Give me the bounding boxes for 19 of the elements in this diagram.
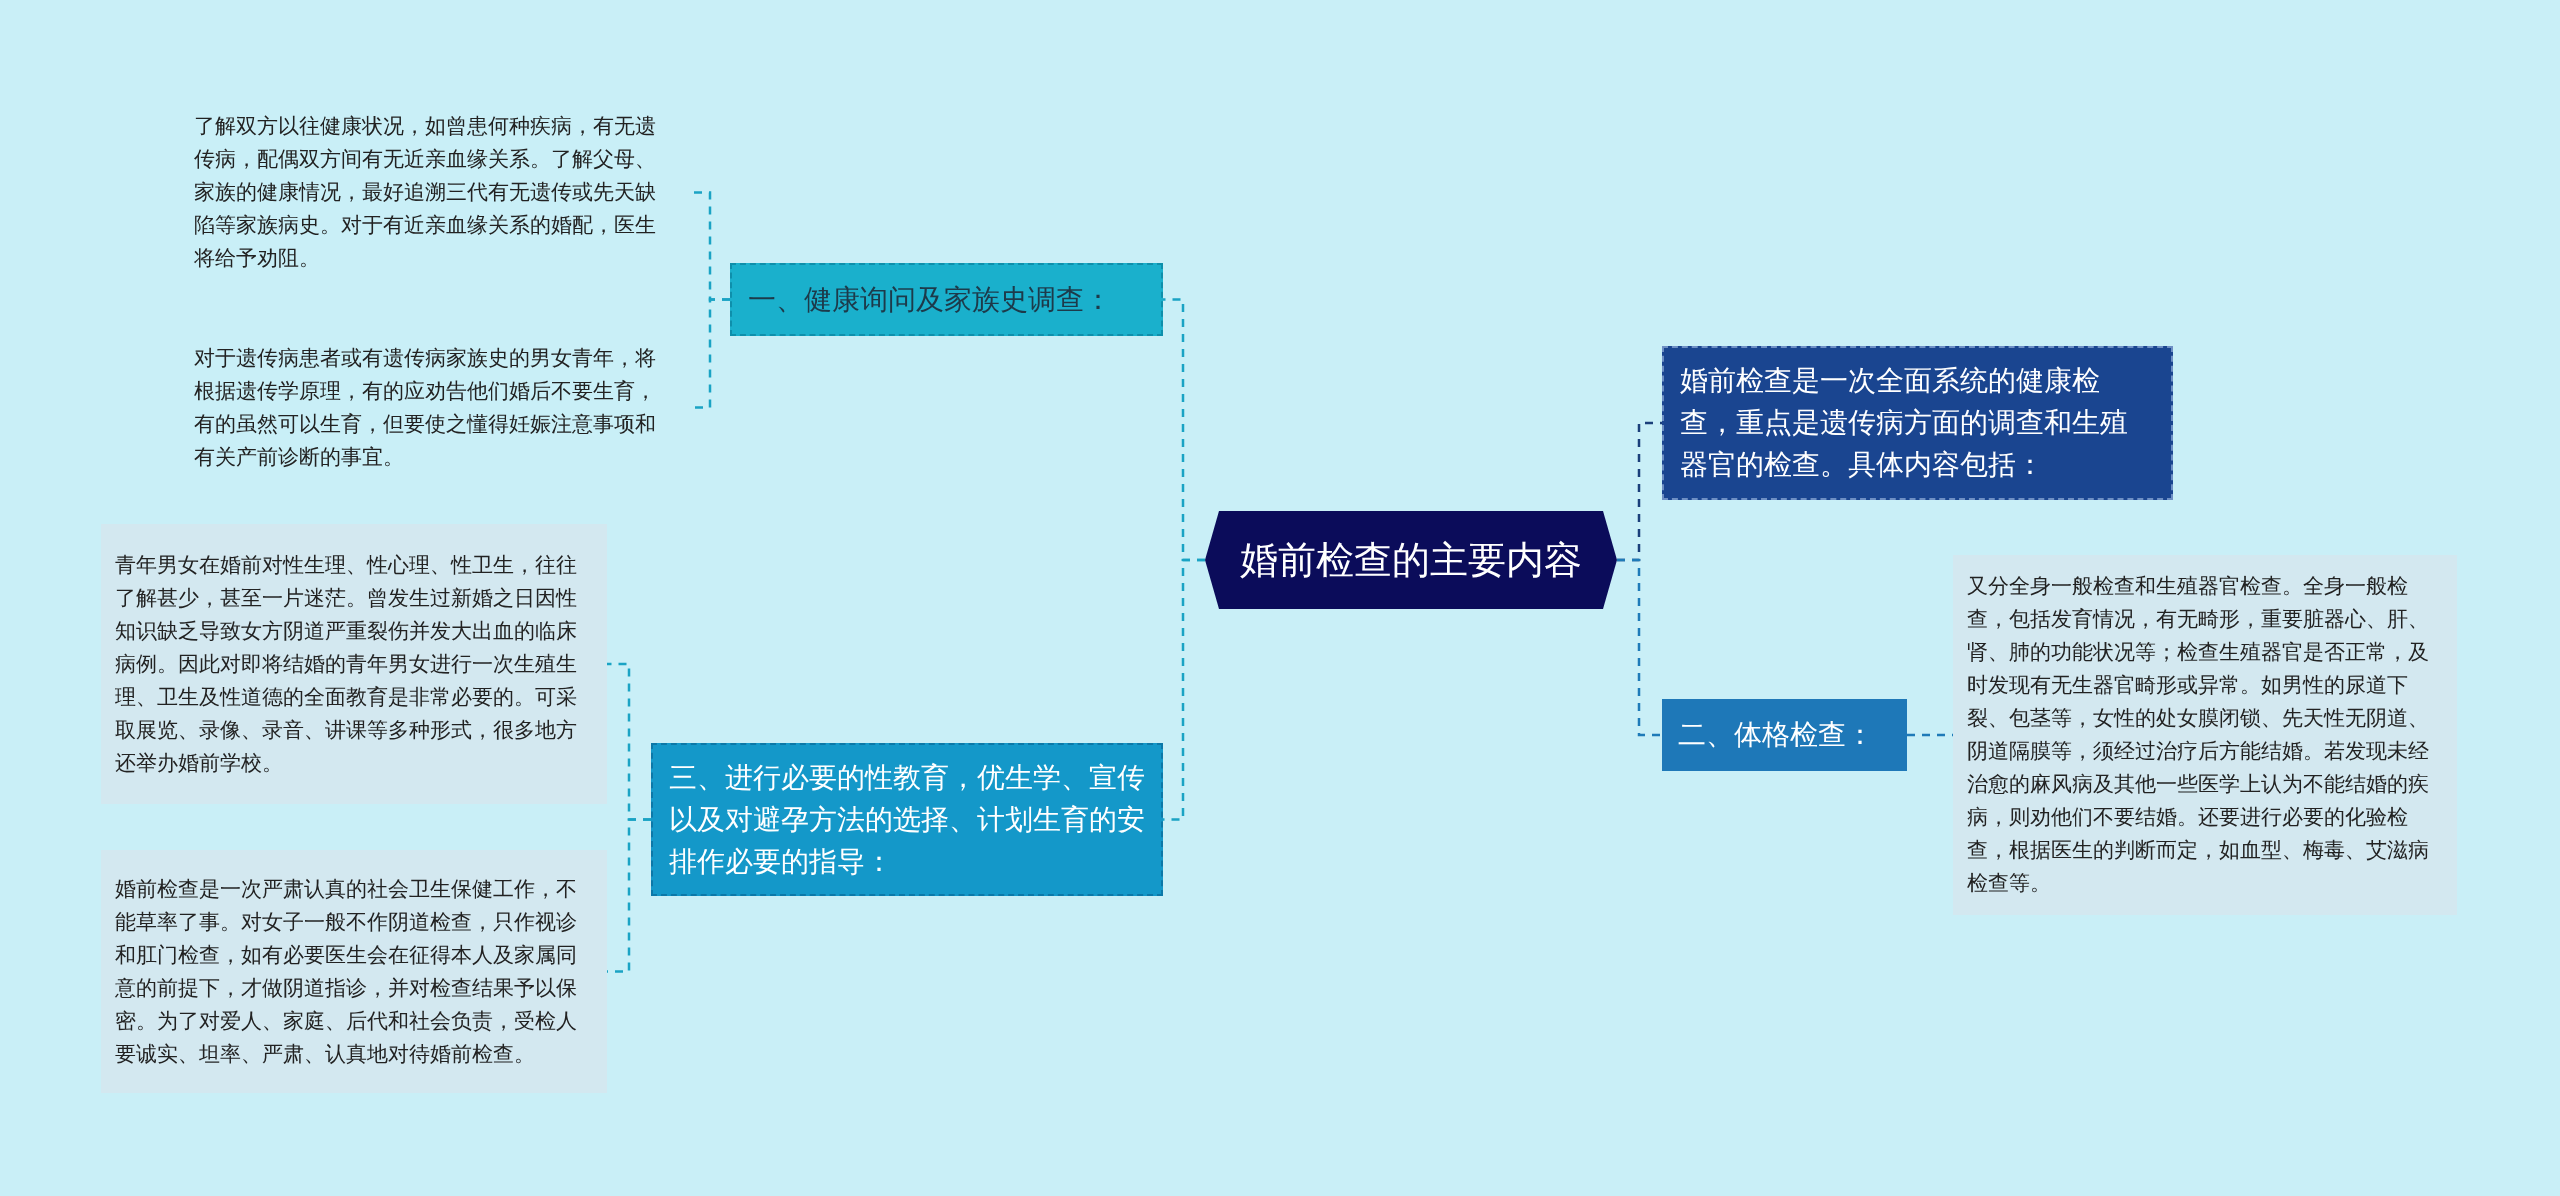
note-card — [101, 850, 607, 1093]
branch-box — [651, 743, 1163, 896]
node-label: 一、健康询问及家族史调查： — [748, 281, 1112, 318]
node-label: 二、体格检查： — [1678, 717, 1874, 753]
branch-box — [1662, 346, 2173, 500]
note-text: 青年男女在婚前对性生理、性心理、性卫生，往往了解甚少，甚至一片迷茫。曾发生过新婚之日因性知识缺乏导致女方阴道严重裂伤并发大出血的临床病例。因此对即将结婚的青年男女进行一次生殖生理、卫生及性道德的全面教育是非常必要的。可采取展览、录像、录音、讲课等多种形式，很多地方还举办婚前学校。 — [115, 551, 578, 777]
connector-line — [1617, 558, 1662, 737]
node-label: 婚前检查是一次全面系统的健康检查，重点是遗传病方面的调查和生殖器官的检查。具体内容包括： — [1680, 363, 2129, 483]
note-card — [1953, 555, 2457, 915]
note-text: 婚前检查是一次严肃认真的社会卫生保健工作，不能草率了事。对女子一般不作阴道检查，只作视诊和肛门检查，如有必要医生会在征得本人及家属同意的前提下，才做阴道指诊，并对检查结果予以保密。为了对爱人、家庭、后代和社会负责，受检人要诚实、坦率、严肃、认真地对待婚前检查。 — [115, 875, 578, 1068]
note-text: 了解双方以往健康状况，如曾患何种疾病，有无遗传病，配偶双方间有无近亲血缘关系。了解父母、家族的健康情况，最好追溯三代有无遗传或先天缺陷等家族病史。对于有近亲血缘关系的婚配，医生将给予劝阻。 — [194, 113, 657, 272]
node-label: 三、进行必要的性教育，优生学、宣传以及对避孕方法的选择、计划生育的安排作必要的指导： — [669, 759, 1145, 880]
node-label: 婚前检查的主要内容 — [1240, 536, 1582, 584]
note-text: 对于遗传病患者或有遗传病家族史的男女青年，将根据遗传学原理，有的应劝告他们婚后不要生育，有的虽然可以生育，但要使之懂得妊娠注意事项和有关产前诊断的事宜。 — [194, 344, 657, 471]
branch-box — [1662, 699, 1907, 771]
note-card — [101, 524, 607, 804]
note-text: 又分全身一般检查和生殖器官检查。全身一般检查，包括发育情况，有无畸形，重要脏器心、肝、肾、肺的功能状况等；检查生殖器官是否正常，及时发现有无生器官畸形或异常。如男性的尿道下裂、包茎等，女性的处女膜闭锁、先天性无阴道、阴道隔膜等，须经过治疗后方能结婚。若发现未经治愈的麻风病及其他一些医学上认为不能结婚的疾病，则劝他们不要结婚。还要进行必要的化验检查，根据医生的判断而定，如血型、梅毒、艾滋病检查等。 — [1967, 573, 2430, 897]
branch-box — [730, 263, 1163, 336]
topic-hexagon — [1205, 511, 1617, 609]
